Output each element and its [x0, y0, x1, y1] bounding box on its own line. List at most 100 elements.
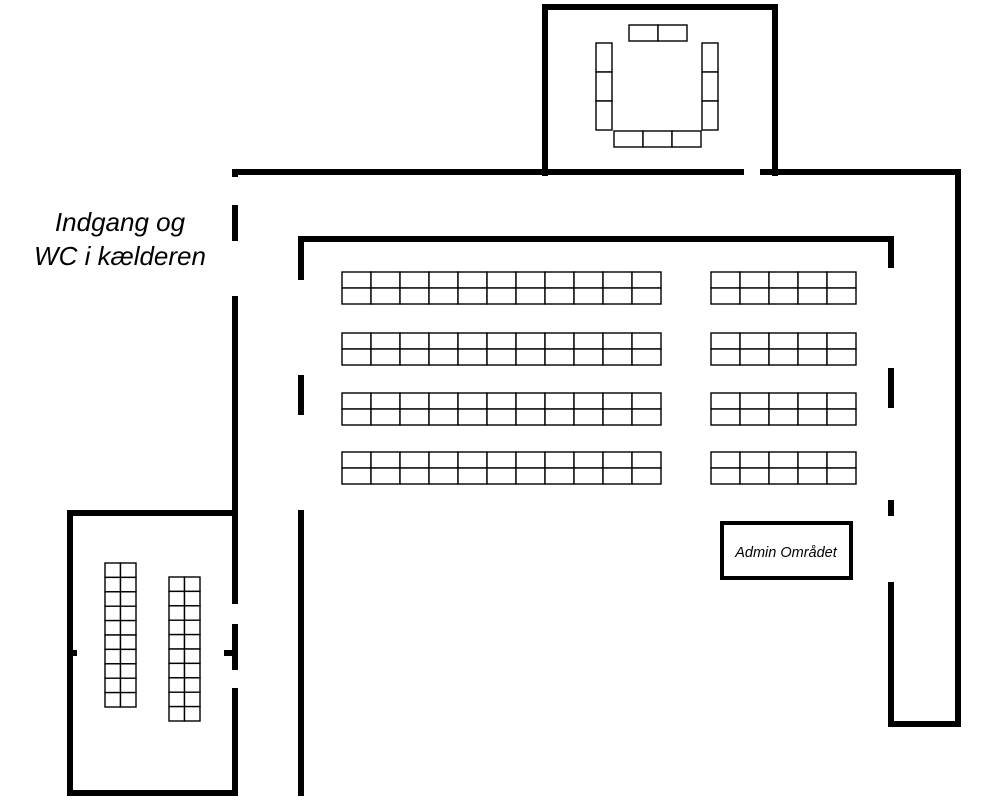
table-cell — [710, 467, 741, 485]
hall-wall-left-seg-3 — [298, 510, 304, 796]
table-cell — [544, 287, 575, 305]
table-cell — [168, 576, 186, 593]
table-cell — [631, 332, 662, 350]
meeting-room-wall-left — [542, 4, 548, 176]
side-room-walls — [67, 510, 238, 796]
table-cell — [399, 332, 430, 350]
table-cell — [428, 392, 459, 410]
table-cell — [486, 467, 517, 485]
table-cell — [370, 467, 401, 485]
table-cell — [370, 287, 401, 305]
table-cell — [168, 605, 186, 621]
table-cell — [168, 633, 186, 650]
table-cell — [119, 562, 137, 579]
table-cell — [826, 408, 857, 426]
table-cell — [797, 287, 828, 305]
table-cell — [602, 332, 633, 350]
table-cell — [399, 392, 430, 410]
main-hall-walls — [298, 236, 894, 796]
table-cell — [104, 562, 122, 579]
table-cell — [768, 467, 799, 485]
hall-table-left-row-1 — [341, 271, 662, 305]
table-cell — [573, 392, 604, 410]
table-cell — [628, 24, 659, 42]
table-cell — [544, 348, 575, 366]
hall-table-right-row-3 — [710, 392, 857, 426]
table-cell — [486, 408, 517, 426]
table-cell — [168, 677, 186, 693]
table-cell — [119, 576, 137, 593]
table-cell — [104, 677, 122, 694]
table-cell — [739, 451, 770, 469]
table-cell — [399, 348, 430, 366]
hall-wall-right-seg-4 — [888, 582, 894, 727]
table-cell — [104, 605, 122, 622]
table-cell — [710, 332, 741, 350]
table-cell — [119, 663, 137, 679]
table-cell — [768, 408, 799, 426]
table-cell — [595, 71, 613, 102]
table-cell — [457, 451, 488, 469]
table-cell — [710, 348, 741, 366]
table-cell — [797, 392, 828, 410]
table-cell — [119, 677, 137, 694]
table-cell — [341, 287, 372, 305]
hall-table-right-row-1 — [710, 271, 857, 305]
side-room-wall-bottom — [67, 790, 238, 796]
table-cell — [701, 42, 719, 73]
table-cell — [631, 287, 662, 305]
hall-table-right-row-4 — [710, 451, 857, 485]
table-cell — [104, 691, 122, 708]
table-cell — [671, 130, 702, 148]
table-cell — [183, 691, 201, 708]
table-cell — [768, 332, 799, 350]
entrance-note: Indgang og WC i kælderen — [20, 205, 220, 273]
table-cell — [119, 619, 137, 636]
admin-area: Admin Området — [720, 521, 853, 580]
table-cell — [370, 408, 401, 426]
hall-table-right-row-2 — [710, 332, 857, 366]
table-cell — [515, 271, 546, 289]
table-cell — [826, 287, 857, 305]
hall-wall-right-seg-3 — [888, 500, 894, 516]
table-cell — [739, 348, 770, 366]
table-cell — [515, 451, 546, 469]
table-cell — [826, 467, 857, 485]
table-cell — [515, 287, 546, 305]
table-cell — [768, 348, 799, 366]
table-cell — [104, 634, 122, 651]
table-cell — [486, 287, 517, 305]
table-cell — [183, 633, 201, 650]
table-cell — [428, 271, 459, 289]
table-cell — [168, 691, 186, 708]
table-cell — [119, 691, 137, 708]
table-cell — [428, 287, 459, 305]
table-cell — [710, 451, 741, 469]
table-cell — [573, 348, 604, 366]
hall-wall-top — [298, 236, 894, 242]
outer-walls — [232, 169, 961, 794]
table-cell — [544, 408, 575, 426]
table-cell — [341, 451, 372, 469]
table-cell — [602, 287, 633, 305]
table-cell — [631, 408, 662, 426]
table-cell — [183, 590, 201, 607]
table-cell — [183, 677, 201, 693]
table-cell — [710, 271, 741, 289]
table-cell — [739, 467, 770, 485]
table-cell — [341, 392, 372, 410]
side-table-left — [104, 562, 137, 708]
hall-wall-right-seg-2 — [888, 368, 894, 408]
table-cell — [515, 467, 546, 485]
table-cell — [457, 348, 488, 366]
table-cell — [168, 705, 186, 722]
table-cell — [797, 408, 828, 426]
table-cell — [457, 408, 488, 426]
table-cell — [183, 576, 201, 593]
table-cell — [399, 287, 430, 305]
hall-wall-left-seg-1 — [298, 236, 304, 280]
table-cell — [341, 332, 372, 350]
table-cell — [544, 271, 575, 289]
table-cell — [104, 576, 122, 593]
table-cell — [486, 451, 517, 469]
